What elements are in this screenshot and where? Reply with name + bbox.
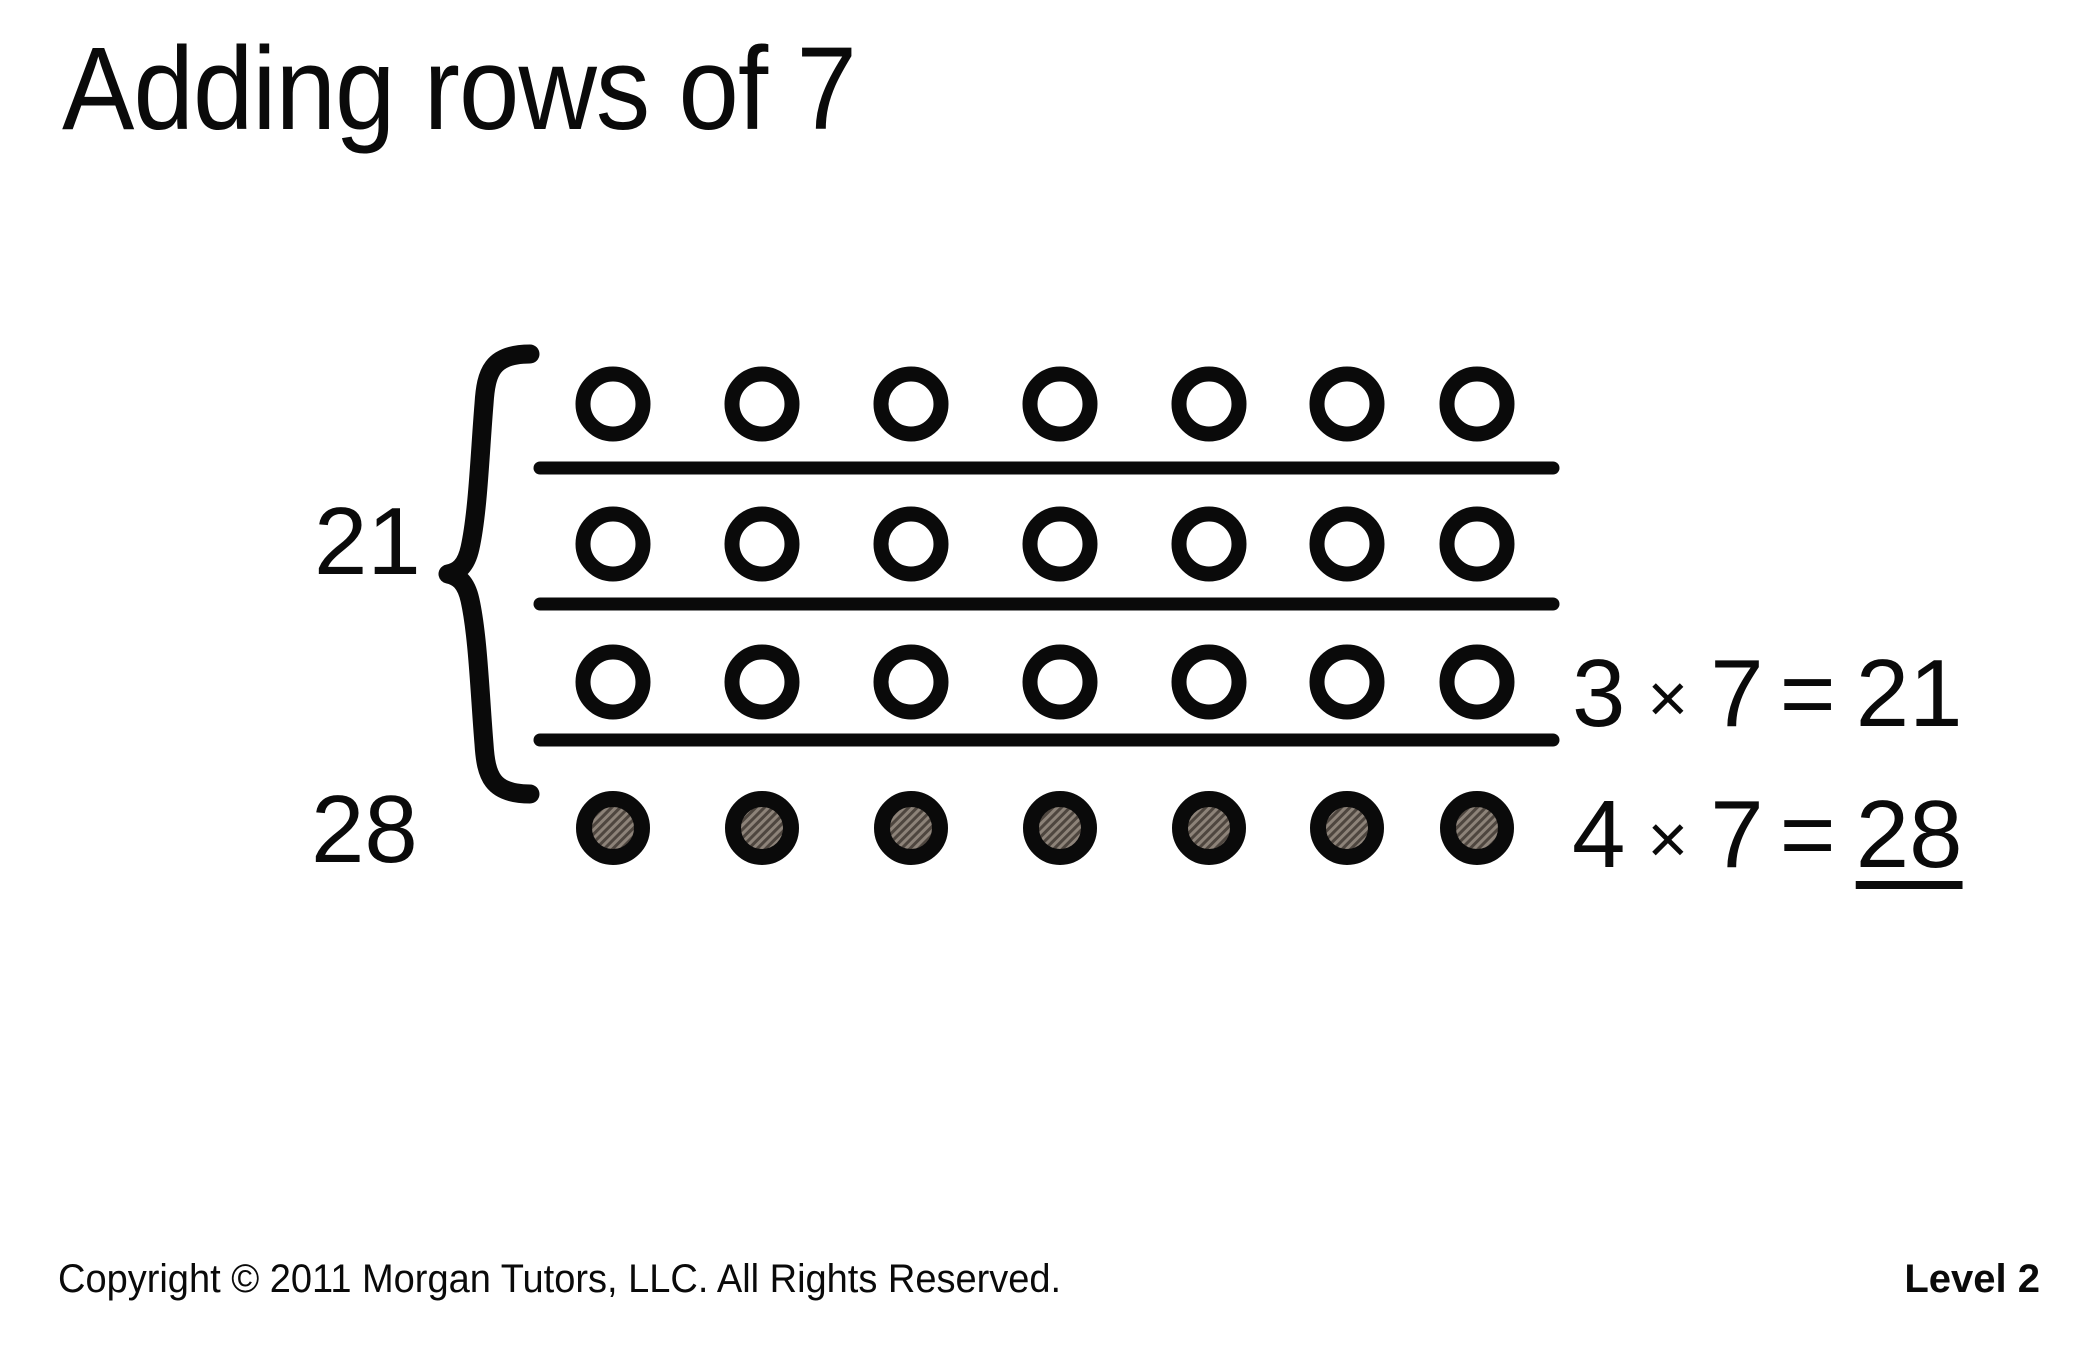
equation-left-operand: 4 bbox=[1572, 781, 1626, 888]
equation-three-times-seven: 3 × 7 = 21 bbox=[1572, 646, 1963, 742]
counter-hollow bbox=[1309, 366, 1385, 442]
counter-hollow bbox=[873, 506, 949, 582]
counter-shaded bbox=[1172, 791, 1246, 865]
counter-hollow bbox=[1309, 506, 1385, 582]
level-badge: Level 2 bbox=[1904, 1257, 2040, 1301]
counter-hollow bbox=[1439, 366, 1515, 442]
counter-hollow bbox=[1309, 644, 1385, 720]
counter-shaded bbox=[1440, 791, 1514, 865]
counter-hollow bbox=[1171, 506, 1247, 582]
counter-hollow bbox=[724, 506, 800, 582]
counter-shaded bbox=[1023, 791, 1097, 865]
equation-result: 21 bbox=[1855, 640, 1963, 747]
counter-hollow bbox=[1439, 506, 1515, 582]
counter-hollow bbox=[873, 644, 949, 720]
final-sum-label: 28 bbox=[311, 776, 418, 883]
counter-hollow bbox=[1022, 366, 1098, 442]
counter-row-1 bbox=[575, 366, 1515, 442]
equation-right-operand: 7 bbox=[1710, 640, 1764, 747]
equation-left-operand: 3 bbox=[1572, 640, 1626, 747]
counter-hollow bbox=[873, 366, 949, 442]
counter-hollow bbox=[1171, 366, 1247, 442]
multiplication-sign-icon: × bbox=[1647, 800, 1689, 878]
counter-hollow bbox=[724, 366, 800, 442]
counter-shaded bbox=[725, 791, 799, 865]
counter-hollow bbox=[1022, 506, 1098, 582]
counter-hollow bbox=[724, 644, 800, 720]
brace-sum-label: 21 bbox=[314, 488, 421, 595]
counter-hollow bbox=[575, 644, 651, 720]
equals-sign-icon: = bbox=[1779, 640, 1836, 747]
counter-shaded bbox=[1310, 791, 1384, 865]
counter-row-2 bbox=[575, 506, 1515, 582]
counter-shaded bbox=[874, 791, 948, 865]
counter-shaded bbox=[576, 791, 650, 865]
counter-hollow bbox=[575, 506, 651, 582]
equation-right-operand: 7 bbox=[1710, 781, 1764, 888]
equation-result: 28 bbox=[1855, 781, 1963, 888]
counter-hollow bbox=[1171, 644, 1247, 720]
counter-hollow bbox=[1439, 644, 1515, 720]
equals-sign-icon: = bbox=[1779, 781, 1836, 888]
counter-row-4 bbox=[576, 791, 1514, 865]
copyright-notice: Copyright © 2011 Morgan Tutors, LLC. All… bbox=[58, 1257, 1062, 1301]
grouping-brace-icon bbox=[438, 344, 540, 804]
equation-four-times-seven: 4 × 7 = 28 bbox=[1572, 787, 1963, 883]
multiplication-sign-icon: × bbox=[1647, 659, 1689, 737]
separator-lines bbox=[533, 461, 1560, 747]
page-title: Adding rows of 7 bbox=[62, 23, 857, 155]
counter-hollow bbox=[1022, 644, 1098, 720]
counter-hollow bbox=[575, 366, 651, 442]
counter-row-3 bbox=[575, 644, 1515, 720]
